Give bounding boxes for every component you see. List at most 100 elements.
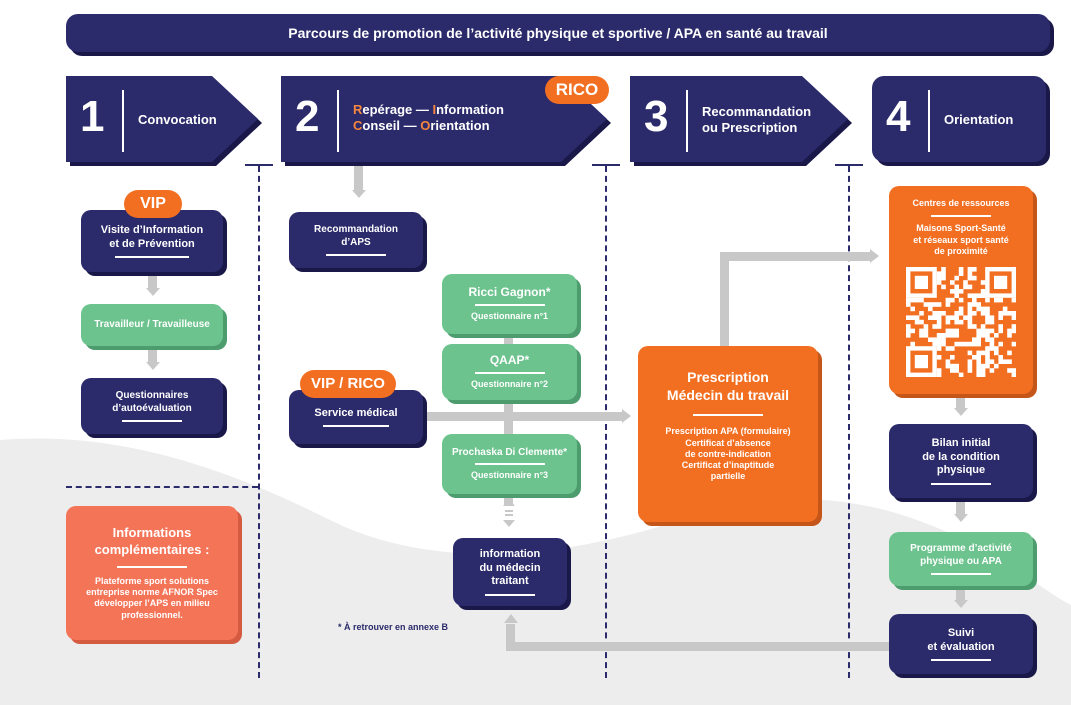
- step-number: 3: [644, 92, 669, 141]
- flow-connector: [956, 502, 965, 514]
- underline: [122, 420, 182, 422]
- suivi-box: Suivi et évaluation: [889, 614, 1033, 674]
- step-4-shape: [872, 76, 1046, 162]
- centres-box: Centres de ressources Maisons Sport-Sant…: [889, 186, 1033, 394]
- box-line: information: [479, 547, 541, 560]
- medecin-traitant-box: information du médecin traitant: [453, 538, 567, 606]
- box-line: Questionnaires: [115, 390, 189, 401]
- step-number: 2: [295, 92, 320, 141]
- questionnaire-1-box: Ricci Gagnon* Questionnaire n°1: [442, 274, 577, 334]
- questionnaire-sub: Questionnaire n°1: [470, 311, 549, 322]
- flow-connector: [956, 590, 965, 600]
- box-line: et de Prévention: [109, 237, 195, 250]
- questionnaire-sub: Questionnaire n°3: [470, 470, 549, 481]
- underline: [474, 463, 545, 466]
- underline: [474, 304, 545, 307]
- banner-title: Parcours de promotion de l’activité phys…: [66, 14, 1050, 52]
- column-separator: [848, 166, 850, 678]
- double-arrow-icon: [503, 499, 515, 527]
- qr-code-icon[interactable]: [906, 267, 1016, 377]
- info-title: Informations: [112, 525, 192, 541]
- info-line: développer l’APS en milieu: [94, 598, 210, 609]
- separator: [337, 90, 339, 152]
- step-4-header: 4 Orientation: [872, 76, 1050, 166]
- underline: [117, 565, 187, 568]
- underline: [931, 659, 991, 662]
- prescription-title: Médecin du travail: [666, 387, 790, 404]
- title-part: onseil —: [362, 117, 421, 133]
- return-connector: [506, 624, 515, 650]
- flow-connector: [956, 398, 965, 408]
- prescription-line: partielle: [710, 471, 746, 482]
- programme-box: Programme d’activité physique ou APA: [889, 532, 1033, 586]
- initial-letter: C: [353, 117, 363, 133]
- prescription-box: Prescription Médecin du travail Prescrip…: [638, 346, 818, 522]
- prescription-line: Prescription APA (formulaire): [665, 426, 791, 437]
- footnote: * À retrouver en annexe B: [338, 622, 449, 632]
- title-line: ou Prescription: [702, 119, 798, 135]
- visite-box: Visite d’Information et de Prévention: [81, 210, 223, 272]
- separator-cap: [835, 164, 863, 166]
- questionnaire-2-box: QAAP* Questionnaire n°2: [442, 344, 577, 400]
- initial-letter: R: [353, 102, 363, 117]
- return-connector: [506, 642, 891, 651]
- underline: [323, 425, 389, 428]
- bilan-box: Bilan initial de la condition physique: [889, 424, 1033, 498]
- flow-connector: [720, 252, 729, 350]
- vip-badge: VIP: [124, 190, 182, 218]
- underline: [326, 254, 386, 256]
- info-title: complémentaires :: [94, 541, 210, 557]
- questionnaires-box: Questionnaires d’autoévaluation: [81, 378, 223, 434]
- prescription-line: Certificat d’absence: [685, 437, 771, 448]
- column-separator: [605, 166, 607, 678]
- centres-line: de proximité: [934, 245, 988, 256]
- box-line: physique ou APA: [920, 555, 1002, 567]
- arrow-down: [352, 190, 366, 198]
- info-box: Informations complémentaires : Plateform…: [66, 506, 238, 640]
- step-1-header: 1 Convocation: [66, 76, 262, 166]
- arrow-down: [954, 514, 968, 522]
- flow-connector: [418, 412, 622, 421]
- title-part: nformation: [436, 102, 504, 117]
- vip-rico-badge: VIP / RICO: [300, 370, 396, 398]
- service-medical-box: Service médical: [289, 390, 423, 444]
- box-line: et évaluation: [927, 640, 995, 653]
- info-line: Plateforme sport solutions: [94, 575, 210, 586]
- questionnaire-sub: Questionnaire n°2: [470, 379, 549, 390]
- horizontal-separator: [66, 486, 258, 488]
- centres-line: et réseaux sport santé: [913, 234, 1009, 245]
- separator-cap: [592, 164, 620, 166]
- box-line: Recommandation: [314, 224, 398, 235]
- step-number: 1: [80, 92, 105, 141]
- underline: [485, 594, 535, 597]
- separator: [686, 90, 688, 152]
- underline: [931, 483, 991, 486]
- arrow-down: [146, 288, 160, 296]
- step-number: 4: [886, 92, 911, 141]
- box-line: Suivi: [947, 626, 975, 639]
- title-line: Recommandation: [702, 104, 812, 119]
- rico-badge: RICO: [545, 76, 609, 104]
- box-line: physique: [936, 464, 986, 477]
- travailleur-box: Travailleur / Travailleuse: [81, 304, 223, 346]
- banner-text: Parcours de promotion de l’activité phys…: [288, 25, 828, 41]
- flow-connector: [148, 276, 157, 288]
- centres-line: Maisons Sport-Santé: [916, 223, 1006, 234]
- flow-connector: [720, 252, 870, 261]
- questionnaire-3-box: Prochaska Di Clemente* Questionnaire n°3: [442, 434, 577, 494]
- questionnaire-title: QAAP*: [489, 353, 530, 368]
- box-line: d’autoévaluation: [112, 402, 192, 414]
- questionnaire-title: Prochaska Di Clemente*: [451, 446, 568, 458]
- arrow-down: [146, 362, 160, 370]
- initial-letter: O: [420, 117, 431, 133]
- box-line: Service médical: [314, 406, 398, 419]
- box-line: d’APS: [341, 236, 371, 248]
- arrow-right: [622, 409, 631, 423]
- separator: [122, 90, 124, 152]
- step-title: Recommandation ou Prescription: [702, 104, 811, 135]
- separator-cap: [245, 164, 273, 166]
- separator: [928, 90, 930, 152]
- centres-title: Centres de ressources: [912, 198, 1010, 208]
- prescription-line: Certificat d’inaptitude: [681, 460, 775, 471]
